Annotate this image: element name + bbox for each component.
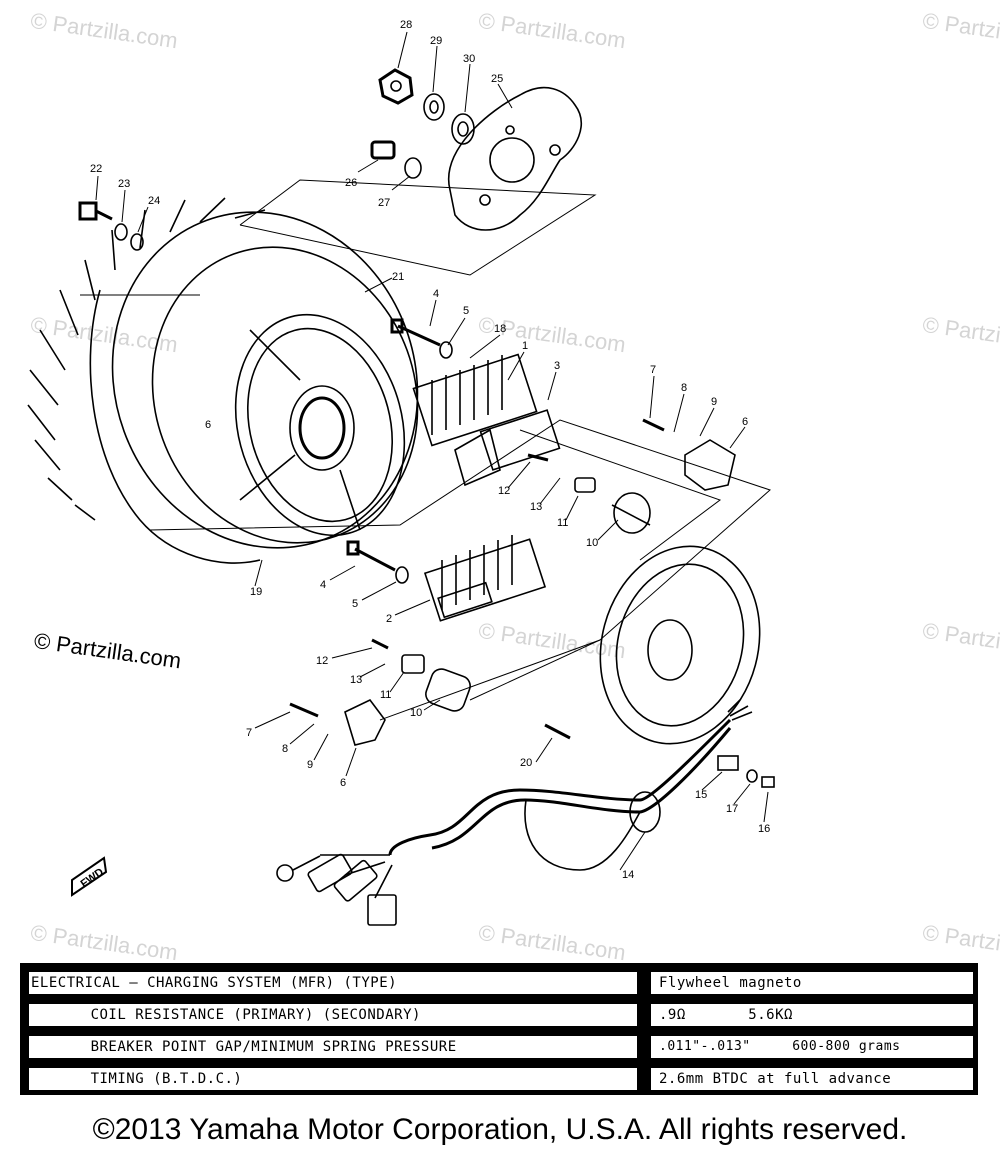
callout-3: 3	[554, 360, 560, 372]
spec-row: TIMING (B.T.D.C.) 2.6mm BTDC at full adv…	[28, 1067, 974, 1093]
callout-22: 22	[90, 163, 102, 175]
callout-8: 8	[681, 382, 687, 394]
spec-label: COIL RESISTANCE (PRIMARY) (SECONDARY)	[28, 1003, 638, 1027]
spec-row: COIL RESISTANCE (PRIMARY) (SECONDARY) .9…	[28, 1003, 974, 1029]
stator-plate	[544, 545, 761, 745]
callout-6-flywheel: 6	[205, 419, 211, 431]
callout-28: 28	[400, 19, 412, 31]
callout-4: 4	[433, 288, 439, 300]
callout-12b: 12	[316, 655, 328, 667]
assembly-lines	[80, 179, 771, 721]
breaker-points-condensers	[289, 418, 736, 746]
mounting-plate	[447, 86, 582, 231]
callout-20: 20	[520, 757, 532, 769]
callout-14: 14	[622, 869, 634, 881]
callout-8b: 8	[282, 743, 288, 755]
callout-6: 6	[742, 416, 748, 428]
callout-15: 15	[695, 789, 707, 801]
flywheel	[89, 211, 419, 564]
spec-value: .011"-.013" 600-800 grams	[650, 1035, 974, 1059]
leader-lines	[95, 31, 769, 871]
callout-30: 30	[463, 53, 475, 65]
exploded-parts-diagram: FWD	[27, 19, 775, 926]
callout-21: 21	[392, 271, 404, 283]
electrical-spec-table: ELECTRICAL — CHARGING SYSTEM (MFR) (TYPE…	[20, 963, 978, 1095]
top-left-bolt	[78, 201, 144, 251]
callout-7: 7	[650, 364, 656, 376]
forward-arrow: FWD	[71, 856, 108, 897]
callout-4b: 4	[320, 579, 326, 591]
callout-5b: 5	[352, 598, 358, 610]
bolts	[346, 318, 453, 584]
callout-numbers: 28 29 30 25 26 27 22 23 24 21 4 5 18 1 3…	[90, 19, 770, 881]
footer-copyright: ©2013 Yamaha Motor Corporation, U.S.A. A…	[92, 1113, 908, 1146]
callout-12: 12	[498, 485, 510, 497]
coil-2	[423, 535, 547, 622]
callout-1: 1	[522, 340, 528, 352]
callout-11b: 11	[380, 689, 391, 701]
spec-row: BREAKER POINT GAP/MINIMUM SPRING PRESSUR…	[28, 1035, 974, 1061]
callout-13: 13	[530, 501, 542, 513]
callout-23: 23	[118, 178, 130, 190]
callout-29: 29	[430, 35, 442, 47]
flywheel-fins	[27, 197, 266, 521]
spec-label: ELECTRICAL — CHARGING SYSTEM (MFR) (TYPE…	[28, 971, 638, 995]
callout-9b: 9	[307, 759, 313, 771]
callout-10b: 10	[410, 707, 422, 719]
wire-harness	[276, 699, 775, 926]
coil-1	[412, 353, 561, 487]
callout-18: 18	[494, 323, 506, 335]
callout-11: 11	[557, 517, 568, 529]
callout-9: 9	[711, 396, 717, 408]
callout-25: 25	[491, 73, 503, 85]
spec-value: Flywheel magneto	[650, 971, 974, 995]
nut-washers	[370, 68, 475, 179]
callout-27: 27	[378, 197, 390, 209]
callout-7b: 7	[246, 727, 252, 739]
callout-5: 5	[463, 305, 469, 317]
callout-17: 17	[726, 803, 738, 815]
callout-16: 16	[758, 823, 770, 835]
callout-19: 19	[250, 586, 262, 598]
spec-label: TIMING (B.T.D.C.)	[28, 1067, 638, 1091]
spec-label: BREAKER POINT GAP/MINIMUM SPRING PRESSUR…	[28, 1035, 638, 1059]
callout-24: 24	[148, 195, 160, 207]
callout-6b: 6	[340, 777, 346, 789]
callout-26: 26	[345, 177, 357, 189]
spec-value: .9Ω 5.6KΩ	[650, 1003, 974, 1027]
callout-10: 10	[586, 537, 598, 549]
spec-value: 2.6mm BTDC at full advance	[650, 1067, 974, 1091]
spec-row: ELECTRICAL — CHARGING SYSTEM (MFR) (TYPE…	[28, 971, 974, 997]
callout-13b: 13	[350, 674, 362, 686]
callout-2: 2	[386, 613, 392, 625]
